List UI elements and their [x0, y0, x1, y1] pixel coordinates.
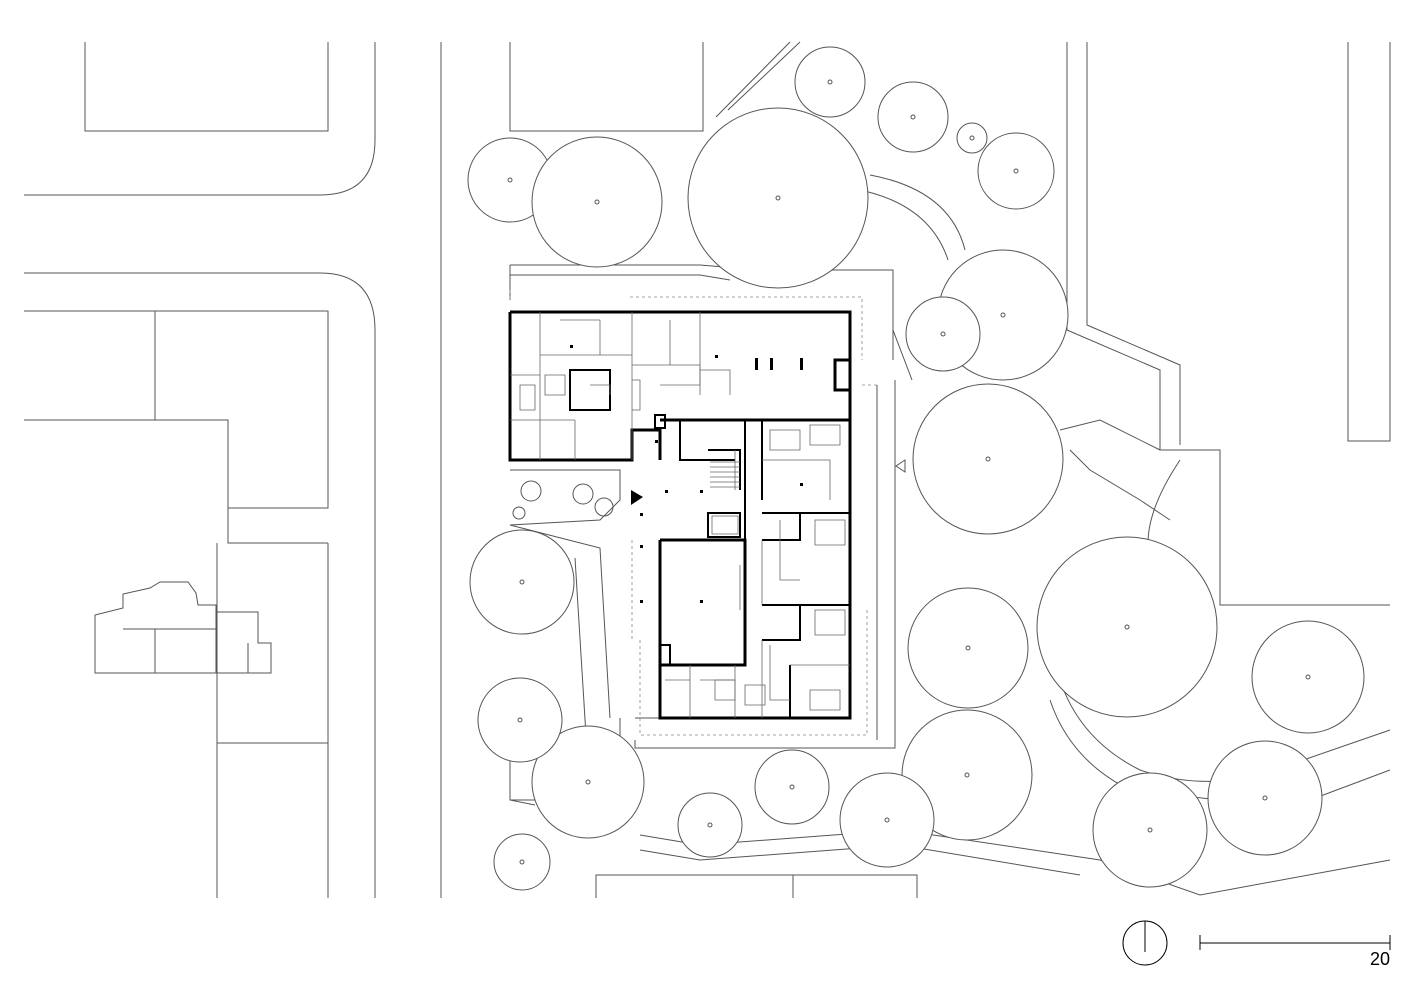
- tree-canopy: [1092, 772, 1208, 888]
- tree-canopy: [469, 529, 575, 635]
- entrance-markers: [631, 459, 906, 505]
- tree-trunk: [910, 114, 916, 120]
- tree-canopy: [956, 122, 988, 154]
- tree-canopy: [531, 725, 645, 839]
- tree-trunk: [985, 456, 991, 462]
- tree-canopy: [907, 587, 1029, 709]
- tree-trunk: [884, 817, 890, 823]
- tree-trunk: [1147, 827, 1153, 833]
- tree-canopy: [877, 81, 949, 153]
- tree-canopy: [1036, 536, 1218, 718]
- tree-trunk: [775, 195, 781, 201]
- tree-trunk: [969, 135, 975, 141]
- tree-trunk: [585, 779, 591, 785]
- tree-trunk: [707, 822, 713, 828]
- tree-trunk: [940, 331, 946, 337]
- tree-canopy: [977, 132, 1055, 210]
- tree-trunk: [1013, 168, 1019, 174]
- tree-canopy: [1207, 740, 1323, 856]
- tree-trunk: [827, 79, 833, 85]
- tree-canopy: [754, 749, 830, 825]
- north-arrow-icon: [1122, 920, 1168, 966]
- tree-trunk: [964, 772, 970, 778]
- dashed-outlines: [509, 290, 877, 736]
- shrub: [572, 483, 594, 505]
- tree-trunk: [1305, 674, 1311, 680]
- scale-bar-label: 20: [1370, 949, 1390, 969]
- neighbour-building: [94, 581, 272, 674]
- tree-canopy: [531, 136, 663, 268]
- tree-canopy: [794, 46, 866, 118]
- tree-canopy: [1251, 620, 1365, 734]
- tree-trunk: [519, 579, 525, 585]
- tree-trunk: [965, 645, 971, 651]
- tree-trunk: [519, 859, 525, 865]
- building-plan: [508, 310, 852, 720]
- scale-bar: 20: [1199, 935, 1391, 969]
- trees: [467, 46, 1365, 891]
- tree-trunk: [507, 177, 513, 183]
- tree-trunk: [1124, 624, 1130, 630]
- entrance-arrow-outline-icon: [895, 459, 906, 473]
- tree-canopy: [477, 677, 563, 763]
- stair-core: [710, 461, 740, 535]
- tree-trunk: [594, 199, 600, 205]
- tree-canopy: [687, 107, 869, 289]
- tree-canopy: [905, 296, 981, 372]
- tree-trunk: [789, 784, 795, 790]
- tree-canopy: [493, 833, 551, 891]
- tree-canopy: [839, 772, 935, 868]
- tree-trunk: [517, 717, 523, 723]
- shrub: [594, 497, 614, 517]
- tree-trunk: [1262, 795, 1268, 801]
- entrance-arrow-filled-icon: [631, 490, 643, 505]
- shrub: [512, 506, 526, 520]
- tree-canopy: [677, 792, 743, 858]
- shrub: [520, 480, 542, 502]
- columns: [570, 345, 803, 603]
- street-context-right: [509, 41, 1391, 898]
- street-context-left: [24, 42, 442, 898]
- tree-trunk: [1000, 312, 1006, 318]
- tree-canopy: [912, 383, 1064, 535]
